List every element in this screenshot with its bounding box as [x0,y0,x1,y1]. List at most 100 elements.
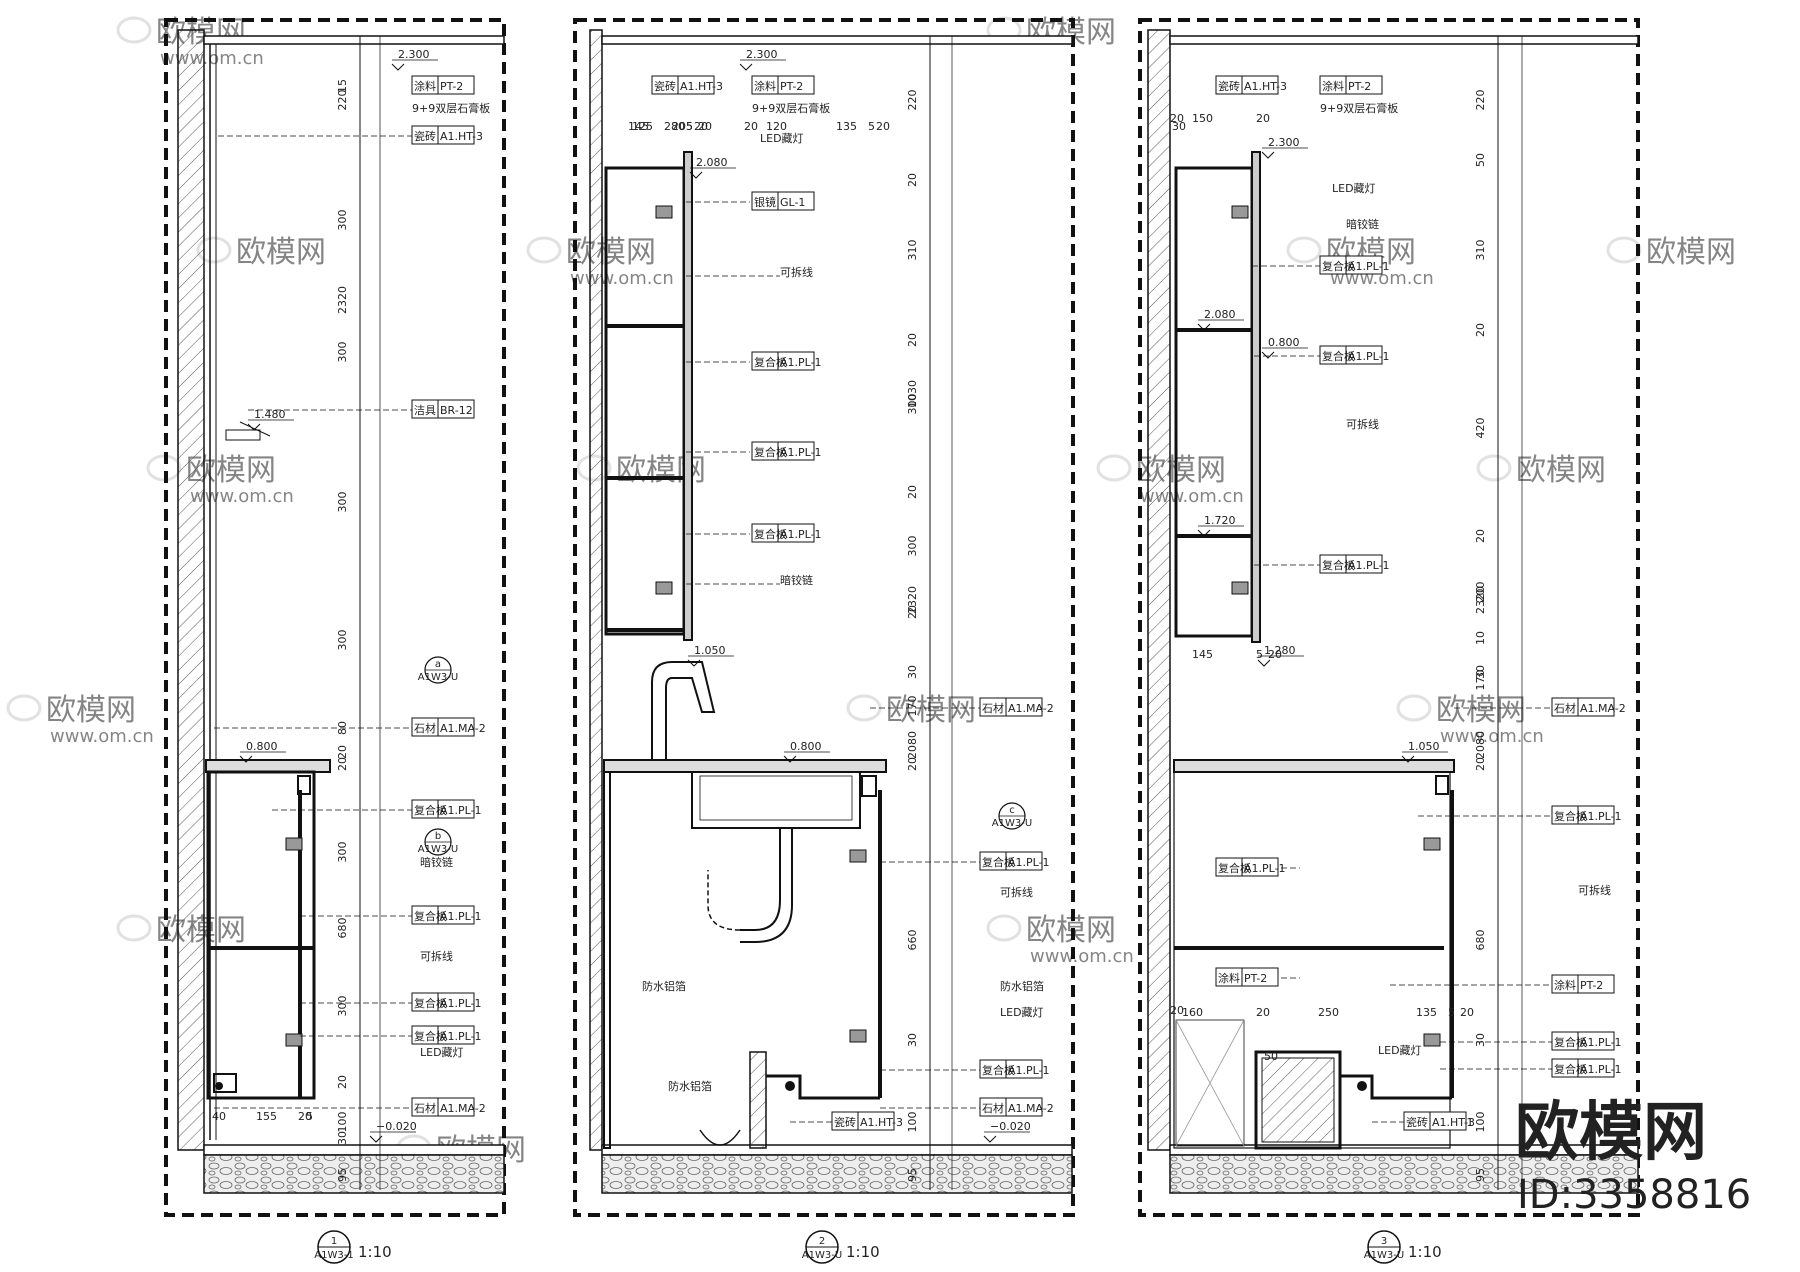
horizontal-dimension: 5 [868,120,875,133]
horizontal-dimension: 125 [632,120,653,133]
level-triangle [1261,351,1275,359]
material-tag-name: 瓷砖 [1406,1115,1428,1129]
callout-a-letter: a [435,659,441,670]
section-1-frame [164,18,506,1217]
drawing-note: 暗铰链 [420,855,453,869]
section-2-notes: 9+9双层石膏板LED藏灯可拆线暗铰链可拆线防水铝箔防水铝箔LED藏灯防水铝箔 [642,101,1044,1093]
level-marker: 0.800 [239,740,286,763]
drawing-note: 可拆线 [1578,883,1611,897]
level-marker: 0.800 [783,740,830,763]
section-1-number: 1 [331,1236,337,1247]
callout-b-letter: b [435,831,441,842]
vertical-dimension: 50 [1474,153,1487,167]
material-tag-name: 复合板 [414,996,447,1010]
material-tag-name: 瓷砖 [834,1115,856,1129]
material-tag-box [411,1025,475,1045]
material-tag-code: PT-2 [1580,979,1603,992]
section-3-frame [1138,18,1640,1217]
brand-logo-text: 欧模网 [1515,1096,1707,1170]
drawing-note: LED藏灯 [1000,1006,1044,1019]
callout-c-letter: c [1009,805,1015,816]
vertical-dimension: 300 [336,210,349,231]
level-value: 2.300 [1268,136,1300,149]
vertical-dimension: 300 [336,842,349,863]
material-tag-code: A1.PL-1 [1580,1063,1622,1076]
material-tag-code: BR-12 [440,404,473,417]
level-value: 1.720 [1204,514,1236,527]
section-2-title-bubble: 2 A1W3-U 1:10 [802,1230,880,1264]
level-value: 0.800 [1268,336,1300,349]
vertical-dimension: 10 [1474,631,1487,645]
material-tag-code: A1.MA-2 [440,722,486,735]
watermark-logo-mark [1286,236,1322,264]
watermark-url: www.om.cn [190,486,294,507]
section-3-ref: A1W3-U [1364,1250,1404,1261]
watermark-url: www.om.cn [50,726,154,747]
material-tag: 瓷砖 A1.HT-3 [1403,1111,1475,1131]
section-3: 3 A1W3-U 1:10 2.3002.0801.7201.2801.0500… [1138,18,1640,1264]
material-tag-box [1319,345,1383,365]
level-value: 2.300 [398,48,430,61]
watermark-logo-mark [116,914,152,942]
material-tag-box [751,75,815,95]
vertical-dimension: 20 [336,1075,349,1089]
material-tag-name: 石材 [982,1101,1004,1115]
vertical-dimension: 30 [906,665,919,679]
level-marker: 2.300 [391,48,438,71]
material-tag-name: 复合板 [1554,809,1587,823]
level-triangle [739,63,753,71]
horizontal-dimension: 20 [876,120,890,133]
vertical-dimension: 300 [336,342,349,363]
vertical-dimension: 20 [906,605,919,619]
section-3-dimensions: 2205031020420202001023201708020206801009… [1170,90,1487,1183]
material-tag-code: A1.PL-1 [1348,350,1390,363]
vertical-dimension: 220 [906,90,919,111]
watermark-logo-mark [526,236,562,264]
material-tag-code: A1.HT-3 [1432,1116,1475,1129]
material-tag-name: 复合板 [1322,349,1355,363]
section-1-scale: 1:10 [358,1243,392,1261]
material-tag-name: 复合板 [754,527,787,541]
vertical-dimension: 95 [336,1168,349,1182]
vertical-dimension: 30 [906,1033,919,1047]
horizontal-dimension: 280 [664,120,685,133]
watermark-text: 欧模网 [46,693,136,728]
material-tag-code: A1.MA-2 [1580,702,1626,715]
level-marker: 1.050 [1401,740,1448,763]
material-tag-box [751,351,815,371]
section-1: a A1W3-U b A1W3-U 1 A1W3-1 1:10 2.3001.4… [164,18,506,1264]
vertical-dimension: 20 [906,757,919,771]
level-triangle [369,1135,383,1143]
level-triangle [783,755,797,763]
material-tag-name: 复合板 [1554,1035,1587,1049]
section-3-wall [1147,29,1171,1151]
watermark-logo-mark [1476,454,1512,482]
horizontal-dimension: 50 [1264,1050,1278,1063]
vertical-dimension: 20 [1474,323,1487,337]
material-tag-box [751,441,815,461]
drawing-note: 防水铝箔 [668,1079,712,1093]
material-tag-box [979,851,1043,871]
vertical-dimension: 170 [906,696,919,717]
vertical-dimension: 170 [1474,670,1487,691]
section-2-floor [601,1154,1073,1194]
material-tag-box [411,1097,475,1117]
horizontal-dimension: 20 [1460,1006,1474,1019]
vertical-dimension: 15 [336,79,349,93]
material-tag-box [1403,1111,1467,1131]
brand-block: 欧模网 ID:3358816 [1515,1096,1751,1218]
material-tag-name: 复合板 [1554,1062,1587,1076]
material-tag-box [411,399,475,419]
vertical-dimension: 2320 [1474,586,1487,614]
material-tag-code: PT-2 [1244,972,1267,985]
